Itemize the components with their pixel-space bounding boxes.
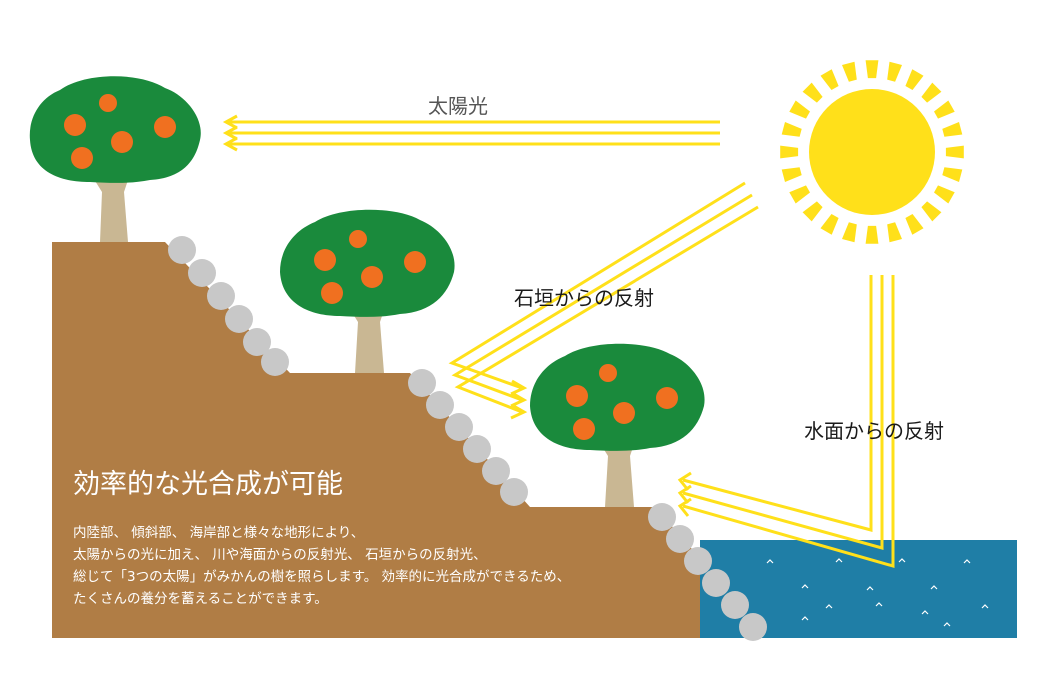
sun-ray xyxy=(842,62,857,82)
sun-ray xyxy=(789,101,810,119)
sun-ray xyxy=(905,69,923,90)
description-line: 太陽からの光に加え、 川や海面からの反射光、 石垣からの反射光、 xyxy=(73,544,673,566)
sun-icon xyxy=(780,60,964,244)
mandarin-tree-top xyxy=(30,76,201,242)
description-line: 総じて「3つの太陽」がみかんの樹を照らします。 効率的に光合成ができるため、 xyxy=(73,566,673,588)
description-line: 内陸部、 傾斜部、 海岸部と様々な地形により、 xyxy=(73,522,673,544)
sun-ray xyxy=(921,201,941,221)
sun-ray xyxy=(905,214,923,235)
sunlight-rays xyxy=(226,116,720,150)
sun-ray xyxy=(887,62,902,82)
sun-ray xyxy=(821,69,839,90)
sun-ray xyxy=(934,101,955,119)
mandarin-tree-lower xyxy=(530,344,705,507)
sun-ray xyxy=(942,167,962,182)
mandarin-tree-middle xyxy=(280,210,455,373)
sun-ray xyxy=(842,222,857,242)
description: 内陸部、 傾斜部、 海岸部と様々な地形により、 太陽からの光に加え、 川や海面か… xyxy=(73,522,673,610)
sun-ray xyxy=(921,83,941,103)
headline: 効率的な光合成が可能 xyxy=(73,462,343,501)
stone-wall-reflection-label: 石垣からの反射 xyxy=(514,282,654,311)
water-reflection-label: 水面からの反射 xyxy=(804,415,944,444)
sun-ray xyxy=(789,185,810,203)
sun-ray xyxy=(887,222,902,242)
sun-ray xyxy=(934,185,955,203)
sunlight-label: 太陽光 xyxy=(428,90,488,119)
sun-ray xyxy=(942,122,962,137)
sun-ray xyxy=(866,60,879,78)
sun-ray xyxy=(821,214,839,235)
sun-ray xyxy=(803,83,823,103)
sun-ray xyxy=(803,201,823,221)
sun-ray xyxy=(780,146,798,159)
description-line: たくさんの養分を蓄えることができます。 xyxy=(73,588,673,610)
sun-ray xyxy=(782,167,802,182)
sun-ray xyxy=(782,122,802,137)
sun-ray xyxy=(946,146,964,159)
sun-ray xyxy=(866,226,879,244)
